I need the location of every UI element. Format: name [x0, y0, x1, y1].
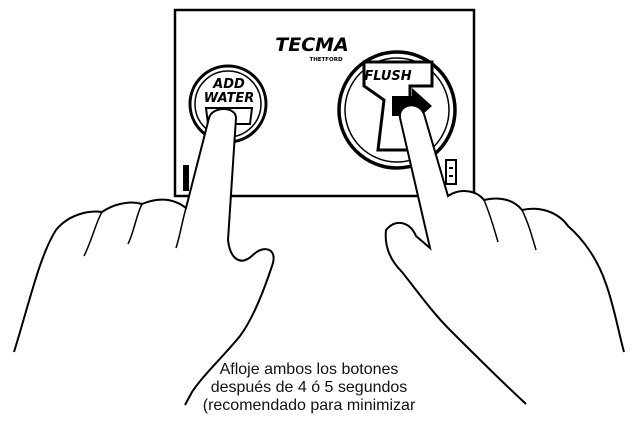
right-hand-crease-2 — [521, 209, 537, 251]
instruction-caption: Afloje ambos los botones después de 4 ó … — [203, 361, 416, 414]
sub-brand-logo: THETFORD — [309, 57, 343, 63]
left-hand-crease-2 — [127, 203, 143, 245]
right-hand — [384, 104, 625, 405]
right-hand-crease-1 — [483, 199, 499, 243]
add-water-label-line1: ADD — [212, 77, 245, 92]
flush-label: FLUSH — [364, 69, 411, 84]
panel-mark-left — [183, 165, 189, 191]
left-hand-crease-1 — [83, 211, 103, 257]
caption-line-3: (recomendado para minimizar — [203, 397, 416, 414]
add-water-label-line2: WATER — [204, 91, 254, 106]
left-hand-crease-3 — [175, 207, 187, 249]
caption-line-2: después de 4 ó 5 segundos — [211, 379, 408, 396]
flush-button[interactable]: FLUSH — [337, 50, 457, 170]
panel-mark-right — [445, 159, 457, 185]
left-hand — [13, 108, 275, 406]
brand-logo: TECMA — [275, 34, 349, 56]
bowl-icon — [204, 107, 254, 125]
caption-line-1: Afloje ambos los botones — [220, 361, 399, 378]
